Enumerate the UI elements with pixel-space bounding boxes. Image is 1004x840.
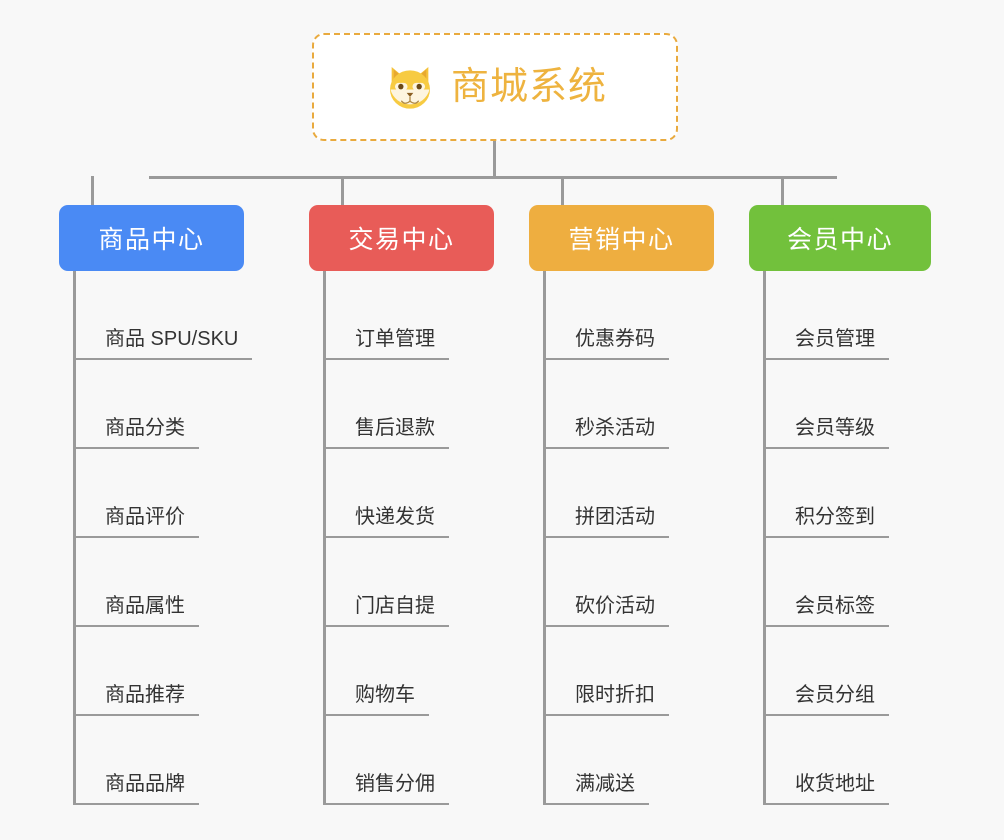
leaf-label: 收货地址: [765, 772, 889, 805]
leaf-item[interactable]: 订单管理: [309, 271, 529, 360]
leaf-item[interactable]: 商品品牌: [59, 716, 279, 805]
leaf-list-1: 商品 SPU/SKU 商品分类 商品评价 商品属性 商品推荐 商品品牌: [59, 271, 279, 805]
category-header-3[interactable]: 营销中心: [529, 205, 714, 271]
leaf-item[interactable]: 收货地址: [749, 716, 969, 805]
leaf-label: 优惠券码: [545, 327, 669, 360]
leaf-label: 门店自提: [325, 594, 449, 627]
leaf-item[interactable]: 商品分类: [59, 360, 279, 449]
category-header-2[interactable]: 交易中心: [309, 205, 494, 271]
leaf-label: 售后退款: [325, 416, 449, 449]
root-stem-connector: [493, 141, 496, 178]
leaf-label: 砍价活动: [545, 594, 669, 627]
leaf-item[interactable]: 会员分组: [749, 627, 969, 716]
branch-column-4: 会员中心 会员管理 会员等级 积分签到 会员标签 会员分组 收货地址: [749, 176, 969, 805]
leaf-item[interactable]: 秒杀活动: [529, 360, 749, 449]
leaf-label: 限时折扣: [545, 683, 669, 716]
branch-bus-connector: [149, 176, 837, 179]
leaf-label: 商品分类: [75, 416, 199, 449]
leaf-label: 销售分佣: [325, 772, 449, 805]
leaf-label: 满减送: [545, 772, 649, 805]
leaf-item[interactable]: 售后退款: [309, 360, 529, 449]
leaf-item[interactable]: 满减送: [529, 716, 749, 805]
leaf-item[interactable]: 会员等级: [749, 360, 969, 449]
leaf-list-2: 订单管理 售后退款 快递发货 门店自提 购物车 销售分佣: [309, 271, 529, 805]
leaf-label: 会员管理: [765, 327, 889, 360]
root-title: 商城系统: [450, 66, 607, 108]
leaf-item[interactable]: 门店自提: [309, 538, 529, 627]
leaf-item[interactable]: 购物车: [309, 627, 529, 716]
leaf-label: 购物车: [325, 683, 429, 716]
leaf-item[interactable]: 商品推荐: [59, 627, 279, 716]
category-header-4[interactable]: 会员中心: [749, 205, 931, 271]
branch-spine-3: [543, 271, 546, 805]
branch-drop-connector-2: [341, 176, 344, 205]
leaf-item[interactable]: 拼团活动: [529, 449, 749, 538]
leaf-item[interactable]: 砍价活动: [529, 538, 749, 627]
leaf-label: 秒杀活动: [545, 416, 669, 449]
leaf-label: 商品 SPU/SKU: [75, 327, 253, 360]
branch-spine-4: [763, 271, 766, 805]
leaf-label: 商品属性: [75, 594, 199, 627]
branch-spine-1: [73, 271, 76, 805]
leaf-item[interactable]: 商品属性: [59, 538, 279, 627]
root-node[interactable]: 商城系统: [312, 33, 678, 141]
shiba-dog-face-icon: [389, 67, 430, 109]
leaf-item[interactable]: 限时折扣: [529, 627, 749, 716]
leaf-item[interactable]: 会员标签: [749, 538, 969, 627]
leaf-label: 会员等级: [765, 416, 889, 449]
leaf-item[interactable]: 商品评价: [59, 449, 279, 538]
branch-drop-connector-1: [91, 176, 94, 205]
leaf-label: 积分签到: [765, 505, 889, 538]
leaf-label: 商品品牌: [75, 772, 199, 805]
branch-drop-connector-4: [781, 176, 784, 205]
leaf-item[interactable]: 会员管理: [749, 271, 969, 360]
leaf-label: 拼团活动: [545, 505, 669, 538]
branch-spine-2: [323, 271, 326, 805]
leaf-item[interactable]: 商品 SPU/SKU: [59, 271, 279, 360]
category-header-1[interactable]: 商品中心: [59, 205, 244, 271]
leaf-item[interactable]: 优惠券码: [529, 271, 749, 360]
leaf-label: 商品推荐: [75, 683, 199, 716]
leaf-item[interactable]: 快递发货: [309, 449, 529, 538]
leaf-label: 订单管理: [325, 327, 449, 360]
branch-column-3: 营销中心 优惠券码 秒杀活动 拼团活动 砍价活动 限时折扣 满减送: [529, 176, 749, 805]
branch-column-2: 交易中心 订单管理 售后退款 快递发货 门店自提 购物车 销售分佣: [309, 176, 529, 805]
leaf-label: 快递发货: [325, 505, 449, 538]
leaf-list-3: 优惠券码 秒杀活动 拼团活动 砍价活动 限时折扣 满减送: [529, 271, 749, 805]
leaf-item[interactable]: 积分签到: [749, 449, 969, 538]
branch-drop-connector-3: [561, 176, 564, 205]
leaf-item[interactable]: 销售分佣: [309, 716, 529, 805]
leaf-label: 会员分组: [765, 683, 889, 716]
branch-column-1: 商品中心 商品 SPU/SKU 商品分类 商品评价 商品属性 商品推荐 商品品牌: [59, 176, 279, 805]
leaf-label: 商品评价: [75, 505, 199, 538]
leaf-label: 会员标签: [765, 594, 889, 627]
leaf-list-4: 会员管理 会员等级 积分签到 会员标签 会员分组 收货地址: [749, 271, 969, 805]
